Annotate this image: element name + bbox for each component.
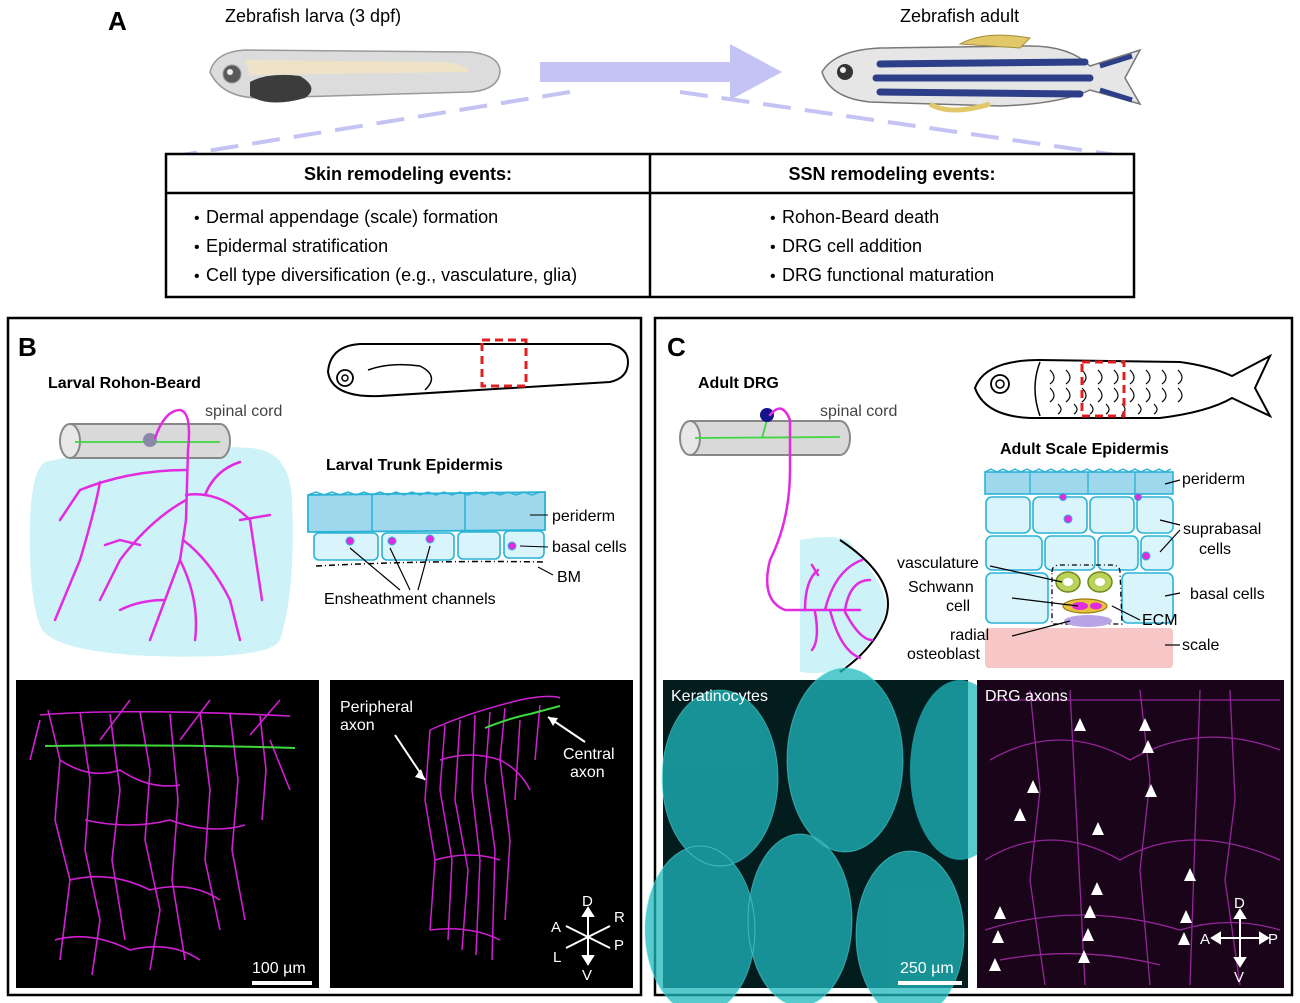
compass-c (1210, 908, 1270, 968)
larva-region-box (480, 338, 528, 388)
basal-cells-label-c: basal cells (1190, 586, 1265, 603)
peripheral-axon-label: axon (340, 717, 375, 734)
suprabasal-label: cells (1199, 541, 1231, 558)
drg-axons-micrograph: DRG axons D A P V (977, 680, 1284, 988)
compass-b (565, 906, 611, 966)
scale-bar-c-label: 250 µm (900, 960, 954, 977)
panel-b-letter: B (18, 332, 37, 362)
panel-c-frame (653, 316, 1294, 997)
scale-bar-b-label: 100 µm (252, 960, 306, 977)
compass-b-r: R (614, 909, 625, 926)
compass-c-p: P (1268, 931, 1278, 948)
skin-item: Cell type diversification (e.g., vascula… (206, 265, 577, 285)
rohon-beard-micrograph-single: Peripheral axon Central axon D R A P L V (330, 680, 633, 988)
compass-c-a: A (1200, 931, 1210, 948)
larval-epidermis-diagram (307, 491, 554, 591)
panel-a-letter: A (108, 6, 127, 36)
remodeling-table: Skin remodeling events: SSN remodeling e… (164, 152, 1136, 299)
panel-c: C Adult DRG spinal cord (644, 316, 1294, 1003)
drg-axons-label: DRG axons (985, 688, 1068, 705)
svg-text:•: • (194, 210, 200, 227)
adult-fish-illustration (821, 34, 1142, 113)
svg-text:•: • (770, 268, 776, 285)
zoom-line-right (679, 90, 1131, 159)
rohon-beard-title: Larval Rohon-Beard (48, 375, 201, 392)
skin-header: Skin remodeling events: (304, 164, 512, 184)
scale-bone (985, 628, 1173, 668)
larval-skin-patch (29, 445, 293, 657)
spinal-cord-cylinder-c (679, 408, 851, 456)
spinal-cord-label-c: spinal cord (820, 403, 897, 420)
vasculature-label: vasculature (897, 555, 979, 572)
panel-b-frame (6, 316, 643, 997)
central-axon-label: axon (570, 764, 605, 781)
ssn-item: DRG functional maturation (782, 265, 994, 285)
larva-illustration (209, 49, 501, 103)
compass-b-l: L (553, 949, 561, 966)
ecm-label: ECM (1142, 612, 1178, 629)
adult-epidermis-diagram (984, 468, 1174, 668)
skin-item: Epidermal stratification (206, 236, 388, 256)
panel-b: B Larval Rohon-Beard spinal cord (6, 316, 643, 997)
rohon-beard-micrograph-whole: 100 µm (16, 680, 319, 988)
larva-outline (326, 338, 630, 398)
adult-title: Zebrafish adult (900, 6, 1019, 26)
larva-title: Zebrafish larva (3 dpf) (225, 6, 401, 26)
zoom-line-left (169, 90, 571, 159)
svg-text:•: • (194, 239, 200, 256)
compass-c-d: D (1234, 895, 1245, 912)
compass-b-v: V (582, 967, 592, 984)
adult-skin-patch (800, 537, 887, 674)
skin-item: Dermal appendage (scale) formation (206, 207, 498, 227)
compass-b-a: A (551, 919, 561, 936)
rohon-beard-soma (143, 433, 157, 447)
svg-text:•: • (770, 239, 776, 256)
central-axon-label: Central (563, 746, 615, 763)
radial-label: radial (950, 627, 989, 644)
adult-drg-title: Adult DRG (698, 375, 779, 392)
ssn-header: SSN remodeling events: (788, 164, 995, 184)
spinal-cord-label: spinal cord (205, 403, 282, 420)
ssn-item: DRG cell addition (782, 236, 922, 256)
larval-epidermis-title: Larval Trunk Epidermis (326, 457, 503, 474)
keratinocytes-label: Keratinocytes (671, 688, 768, 705)
spinal-cord-cylinder (59, 423, 231, 459)
schwann-label: Schwann (908, 579, 974, 596)
suprabasal-label: suprabasal (1183, 521, 1261, 538)
periderm-label-c: periderm (1182, 471, 1245, 488)
compass-c-v: V (1234, 969, 1244, 986)
panel-c-letter: C (667, 332, 686, 362)
svg-text:•: • (770, 210, 776, 227)
ssn-item: Rohon-Beard death (782, 207, 939, 227)
radial-label: osteoblast (907, 646, 980, 663)
peripheral-axon-label: Peripheral (340, 699, 413, 716)
keratinocytes-micrograph: Keratinocytes 250 µm (644, 667, 1010, 1003)
arrowheads (989, 718, 1196, 971)
basal-cells-label: basal cells (552, 539, 627, 556)
fish-region-box (1080, 360, 1126, 418)
svg-text:•: • (194, 268, 200, 285)
bm-label: BM (557, 569, 581, 586)
compass-b-d: D (582, 893, 593, 910)
development-arrow (540, 44, 782, 100)
drg-arbor (765, 407, 874, 660)
compass-b-p: P (614, 937, 624, 954)
ensheathment-label: Ensheathment channels (324, 591, 496, 608)
schwann-label: cell (946, 598, 970, 615)
periderm-label: periderm (552, 508, 615, 525)
rohon-beard-arbor (53, 408, 272, 642)
drg-soma (760, 408, 774, 422)
adult-fish-outline (973, 353, 1273, 419)
panel-a: A Zebrafish larva (3 dpf) Zebrafish adul… (108, 6, 1142, 299)
adult-epidermis-title: Adult Scale Epidermis (1000, 441, 1169, 458)
scale-label: scale (1182, 637, 1219, 654)
